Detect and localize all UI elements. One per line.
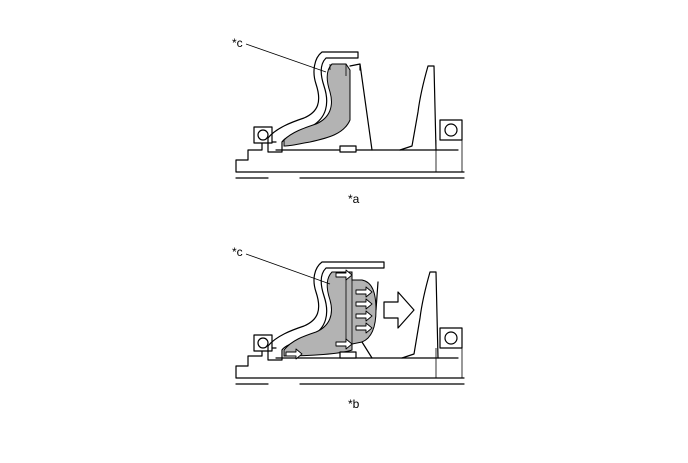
top-view-assembly bbox=[235, 43, 465, 179]
top-piston-inner bbox=[329, 64, 347, 76]
bottom-shaft-outline bbox=[235, 347, 465, 385]
bottom-view-assembly bbox=[235, 253, 465, 385]
top-shaft-outline bbox=[235, 141, 465, 179]
bottom-callout-c-label: *c bbox=[232, 245, 243, 259]
bottom-pressure-arrows bbox=[285, 269, 373, 360]
bottom-view-caption: *b bbox=[348, 397, 360, 411]
pressure-arrow-1 bbox=[335, 269, 353, 281]
pressure-arrow-6 bbox=[335, 338, 353, 350]
bottom-seal bbox=[339, 351, 357, 359]
bottom-piston-inner bbox=[345, 272, 353, 350]
top-clutch-hub bbox=[349, 63, 373, 151]
bottom-right-bearing bbox=[435, 327, 463, 378]
bottom-clutch-hub bbox=[361, 281, 379, 359]
top-right-bearing bbox=[435, 119, 463, 172]
bottom-callout-leader bbox=[245, 253, 331, 285]
top-callout-leader bbox=[245, 43, 327, 73]
pressure-arrow-4 bbox=[355, 310, 373, 322]
top-right-flange bbox=[399, 65, 437, 151]
top-callout-c-label: *c bbox=[232, 36, 243, 50]
piston-movement-arrow bbox=[383, 291, 415, 329]
pressure-arrow-7 bbox=[285, 348, 303, 360]
pressure-arrow-3 bbox=[355, 298, 373, 310]
top-seal bbox=[339, 145, 357, 153]
top-view-caption: *a bbox=[348, 192, 360, 206]
pressure-arrow-2 bbox=[355, 286, 373, 298]
top-left-bearing bbox=[253, 126, 273, 144]
pressure-arrow-5 bbox=[355, 322, 373, 334]
top-piston-fluid bbox=[283, 63, 351, 147]
bottom-left-bearing bbox=[253, 334, 273, 352]
bottom-right-flange bbox=[401, 271, 439, 359]
